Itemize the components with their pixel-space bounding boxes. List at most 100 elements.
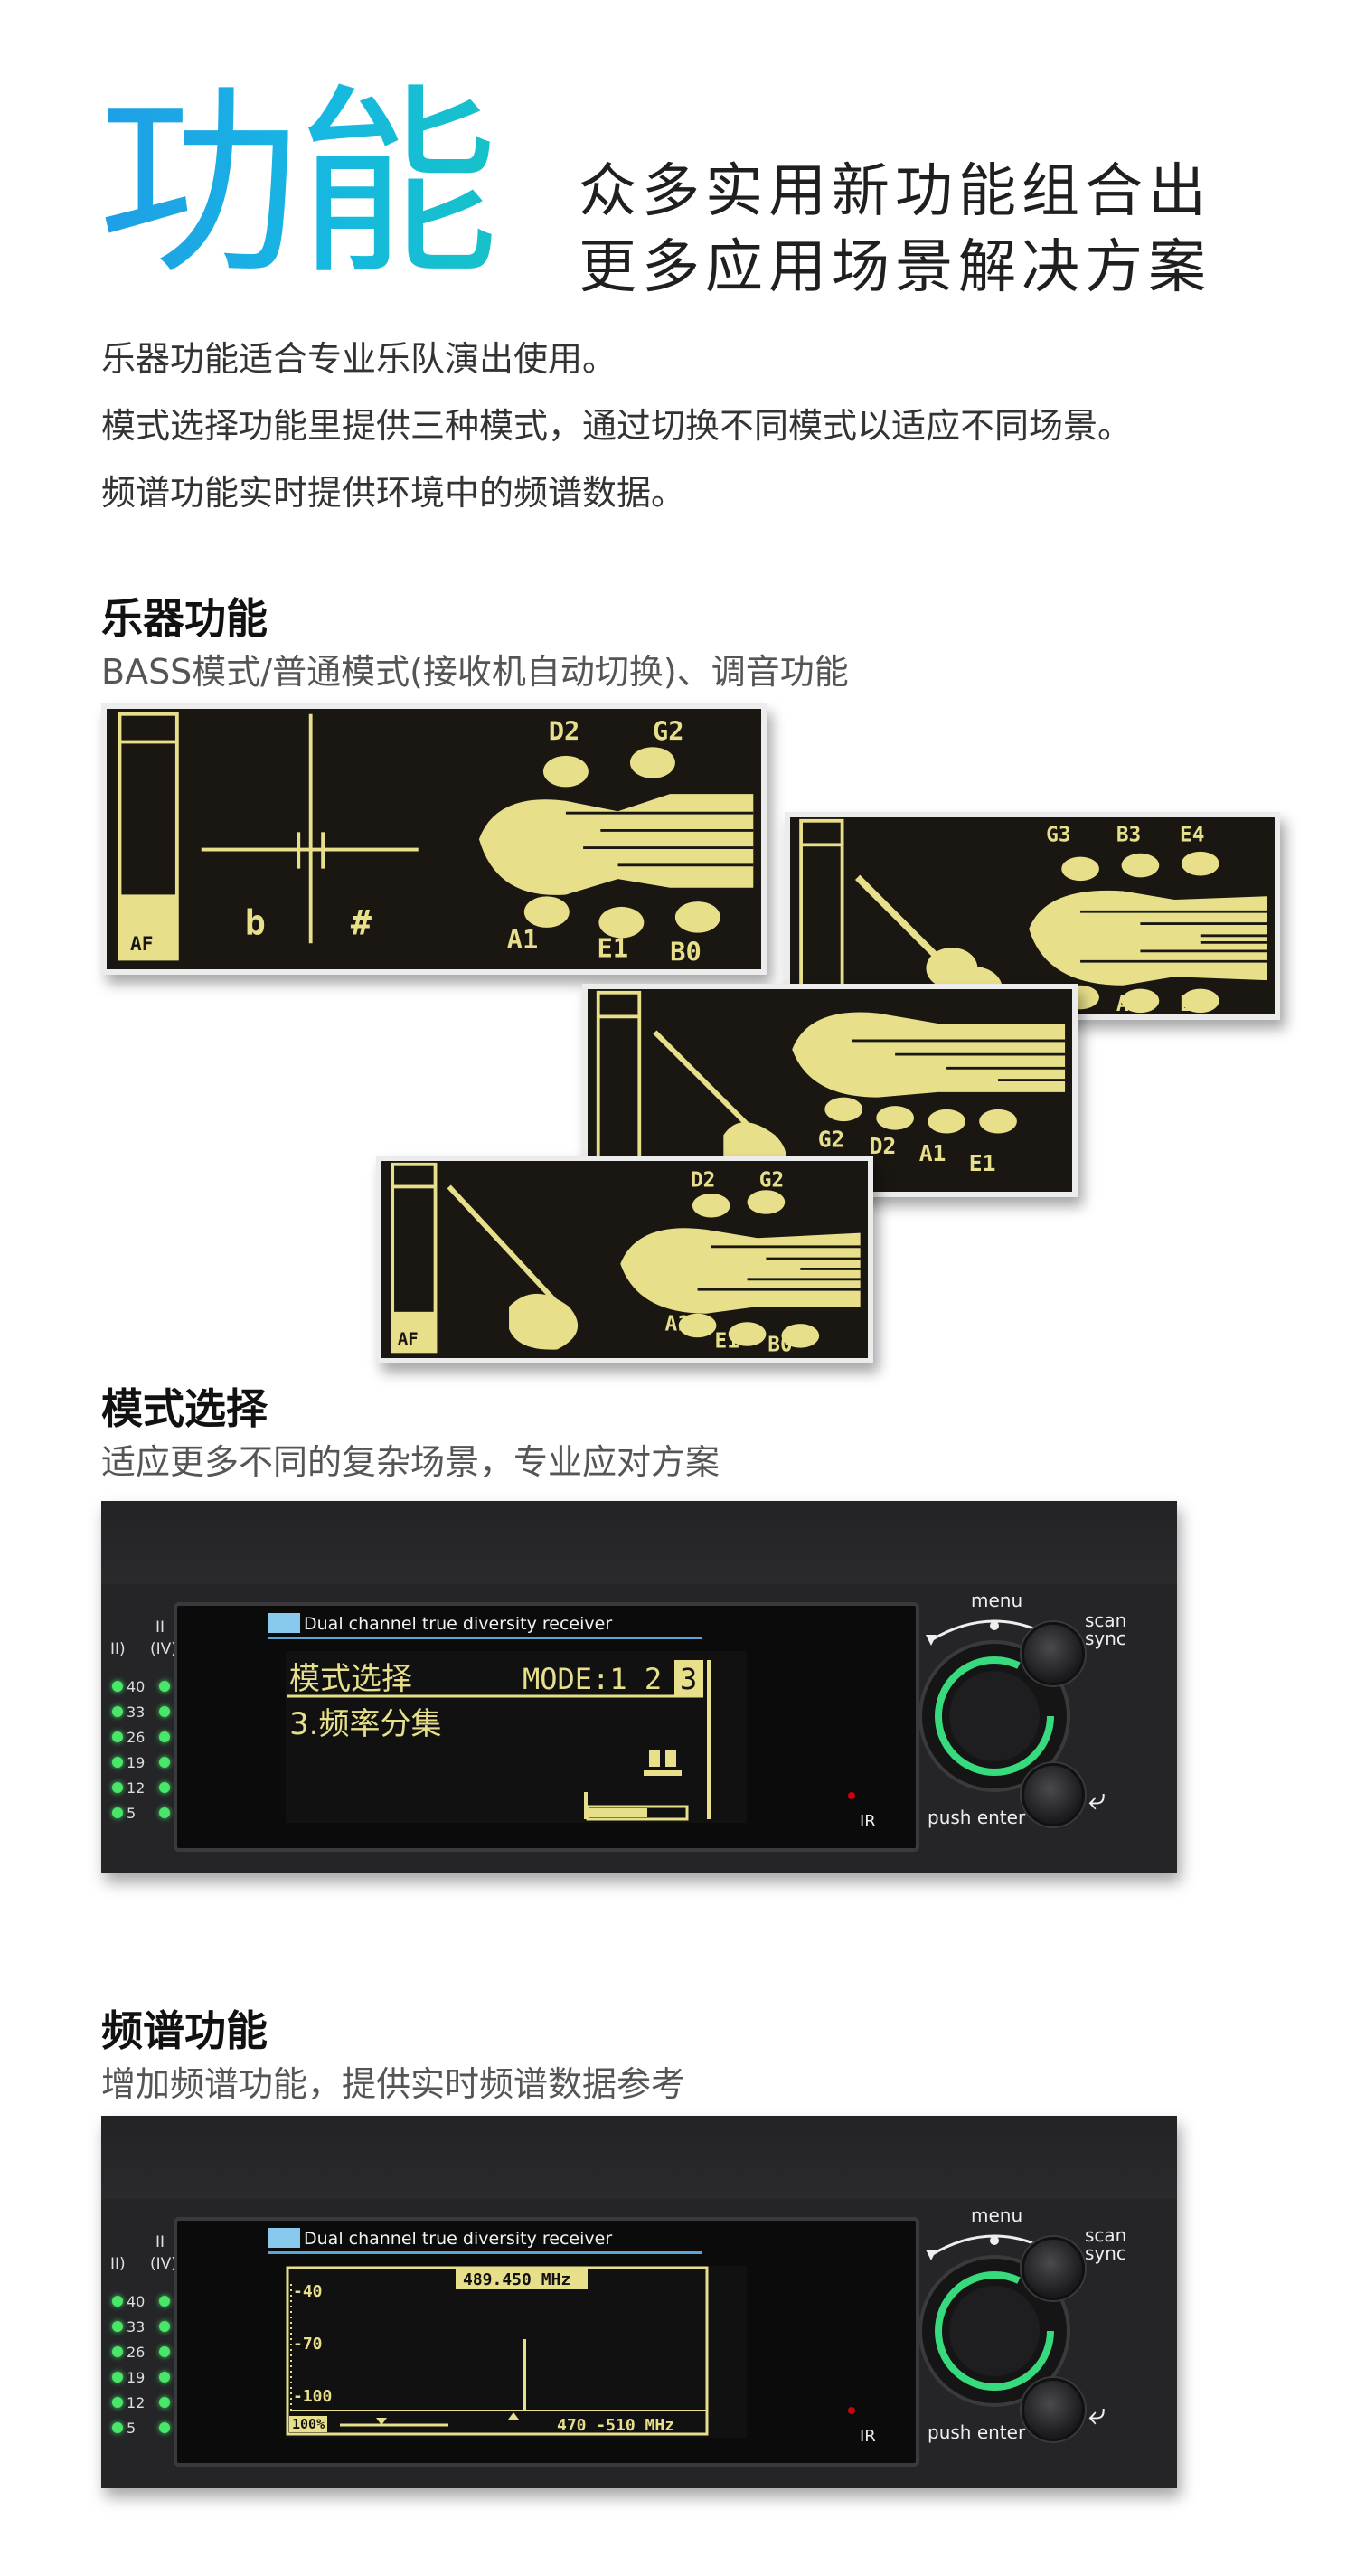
menu-label: menu [971,1590,1023,1611]
intro-line-2: 模式选择功能里提供三种模式，通过切换不同模式以适应不同场景。 [101,406,1133,446]
meter-row-19: 19 [110,1754,183,1772]
y-tick-100: -100 [293,2387,332,2406]
receiver-banner: Dual channel true diversity receiver [304,1614,613,1634]
banner-underline [268,1637,702,1639]
sharp-symbol: # [351,903,372,944]
antenna-icon [644,1750,682,1776]
meter-row-33: 33 [110,2318,183,2336]
note-g2: G2 [818,1127,845,1153]
intro-line-1: 乐器功能适合专业乐队演出使用。 [101,339,617,379]
flat-symbol: b [245,903,266,944]
note-b3: B3 [1116,824,1141,847]
scan-sync-button[interactable] [1022,1622,1085,1685]
menu-label: menu [971,2204,1023,2226]
spectrum-lcd: 489.450 MHz -40 -70 -100 100% 470 -510 M… [286,2266,747,2438]
push-enter-label: push enter [928,2421,1026,2443]
zoom-label: 100% [292,2416,325,2432]
section-subtitle-spectrum: 增加频谱功能，提供实时频谱数据参考 [101,2064,686,2104]
meter-row-5: 5 [110,1805,183,1823]
mode-options: MODE:1 2 [523,1662,662,1696]
note-b0: B0 [767,1333,792,1356]
mode-selected: 3 [680,1662,697,1696]
channel-top-label: II [155,2233,165,2251]
ir-label: IR [860,2427,876,2446]
y-tick-40: -40 [293,2282,323,2301]
meter-row-40: 40 [110,1678,183,1696]
section-title-mode: 模式选择 [101,1384,268,1433]
meter-row-12: 12 [110,1779,183,1798]
menu-knob[interactable] [904,2222,1085,2421]
channel-left-label: II) [110,2255,126,2273]
bass-display: AF D2 G2 A1 E1 B0 [391,1162,861,1356]
panel-top-strip [101,2116,1177,2199]
note-g3: G3 [1046,824,1070,847]
return-arrow-icon: ⤶ [1088,1781,1106,1817]
meter-row-5: 5 [110,2420,183,2438]
note-d2: D2 [870,1133,897,1159]
note-a2: A2 [1116,993,1141,1014]
tuner-lcd-card: AF b # D2 G2 A1 E1 B0 [101,703,767,975]
panel-top-strip [101,1501,1177,1584]
meter-row-26: 26 [110,1729,183,1747]
note-e1: E1 [969,1150,996,1176]
section-subtitle-instrument: BASS模式/普通模式(接收机自动切换)、调音功能 [101,652,849,692]
meter-row-12: 12 [110,2394,183,2412]
menu-knob[interactable] [904,1608,1085,1807]
mode-value: 3.频率分集 [289,1706,441,1742]
hero-subtitle-line2: 更多应用场景解决方案 [579,234,1211,301]
section-subtitle-mode: 适应更多不同的复杂场景，专业应对方案 [101,1442,720,1482]
intro-line-3: 频谱功能实时提供环境中的频谱数据。 [101,473,686,513]
hero-title: 功能 [98,66,499,302]
spectrum-peak [523,2339,526,2411]
back-button[interactable] [1022,2378,1085,2441]
channel-right-label: (IV) [150,1640,177,1658]
intro-text: 乐器功能适合专业乐队演出使用。 模式选择功能里提供三种模式，通过切换不同模式以适… [101,326,1276,526]
ir-label: IR [860,1812,876,1831]
bass-guitar-icon [447,1184,579,1350]
note-a1: A1 [507,924,539,955]
meter-row-40: 40 [110,2293,183,2311]
channel-top-label: II [155,1618,165,1637]
bass-headstock-icon [478,747,754,939]
bass-lcd-card: AF D2 G2 A1 E1 B0 [376,1156,873,1363]
banner-tab [268,1613,300,1633]
spectrum-frequency: 489.450 MHz [463,2270,570,2289]
receiver-screen: Dual channel true diversity receiver 489… [174,2217,919,2467]
channel-right-label: (IV) [150,2255,177,2273]
banner-underline [268,2251,702,2254]
frequency-range: 470 -510 MHz [557,2416,674,2435]
push-enter-label: push enter [928,1807,1026,1828]
bass-headstock-icon [792,1012,1066,1134]
af-label: AF [398,1329,419,1349]
section-title-spectrum: 频谱功能 [101,2006,268,2055]
note-b0: B0 [670,936,702,967]
note-e4: E4 [1180,824,1204,847]
ir-indicator [848,2407,855,2414]
receiver-banner: Dual channel true diversity receiver [304,2229,613,2249]
hero-subtitle-line1: 众多实用新功能组合出 [579,158,1211,225]
af-label: AF [130,932,153,955]
y-tick-70: -70 [293,2335,323,2354]
tuner-display: AF b # D2 G2 A1 E1 B0 [118,712,754,967]
meter-row-33: 33 [110,1703,183,1722]
note-g2: G2 [653,716,684,747]
bass-headstock-icon [620,1190,861,1348]
receiver-panel-spectrum: II II) (IV) 40 33 26 19 12 5 Dual channe… [101,2116,1177,2488]
note-e1: E1 [597,933,628,964]
scan-sync-button[interactable] [1022,2237,1085,2300]
mode-title: 模式选择 [289,1661,412,1697]
receiver-screen: Dual channel true diversity receiver 模式选… [174,1602,919,1852]
meter-row-19: 19 [110,2369,183,2387]
note-a1: A1 [665,1313,690,1336]
section-title-instrument: 乐器功能 [101,594,268,643]
meter-row-26: 26 [110,2344,183,2362]
back-button[interactable] [1022,1763,1085,1826]
receiver-panel-mode: II II) (IV) 40 33 26 19 12 5 Dual channe… [101,1501,1177,1873]
note-e1: E1 [715,1330,739,1354]
return-arrow-icon: ⤶ [1088,2396,1106,2432]
ir-indicator [848,1792,855,1799]
